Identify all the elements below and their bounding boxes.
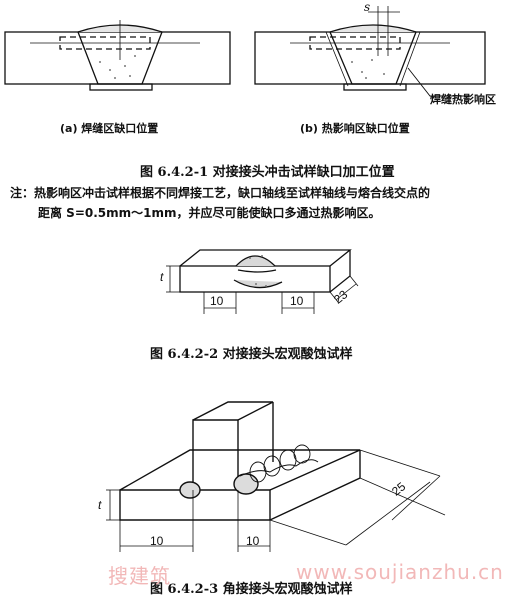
diagram-b-haz [254, 6, 486, 97]
fig2-dim-t: t [160, 270, 164, 284]
fig3-dim-left: 10 [150, 534, 164, 548]
fig2-dim-left: 10 [210, 294, 224, 308]
fig2-dim-right: 10 [290, 294, 304, 308]
caption-fig-3: 图 6.4.2-3 角接接头宏观酸蚀试样 [150, 582, 353, 597]
fig3-dim-t: t [98, 498, 102, 512]
diagram-a-weld-zone [4, 20, 231, 91]
watermark-url: www.soujianzhu.cn [296, 560, 504, 584]
note-line-1: 注：热影响区冲击试样根据不同焊接工艺，缺口轴线至试样轴线与熔合线交点的 [10, 186, 431, 200]
note-line-2: 距离 S=0.5mm～1mm，并应尽可能使缺口多通过热影响区。 [38, 206, 381, 220]
watermark-cn: 搜建筑 [108, 564, 171, 588]
caption-fig-2: 图 6.4.2-2 对接接头宏观酸蚀试样 [150, 347, 353, 362]
label-s: s [364, 0, 371, 14]
subcaption-a: (a) 焊缝区缺口位置 [60, 122, 159, 135]
fig3-dim-right: 10 [246, 534, 260, 548]
caption-fig-1: 图 6.4.2-1 对接接头冲击试样缺口加工位置 [140, 165, 395, 180]
label-haz: 焊缝热影响区 [430, 93, 496, 106]
subcaption-b: (b) 热影响区缺口位置 [300, 122, 410, 135]
note-block: 注：热影响区冲击试样根据不同焊接工艺，缺口轴线至试样轴线与熔合线交点的 距离 S… [10, 183, 515, 223]
